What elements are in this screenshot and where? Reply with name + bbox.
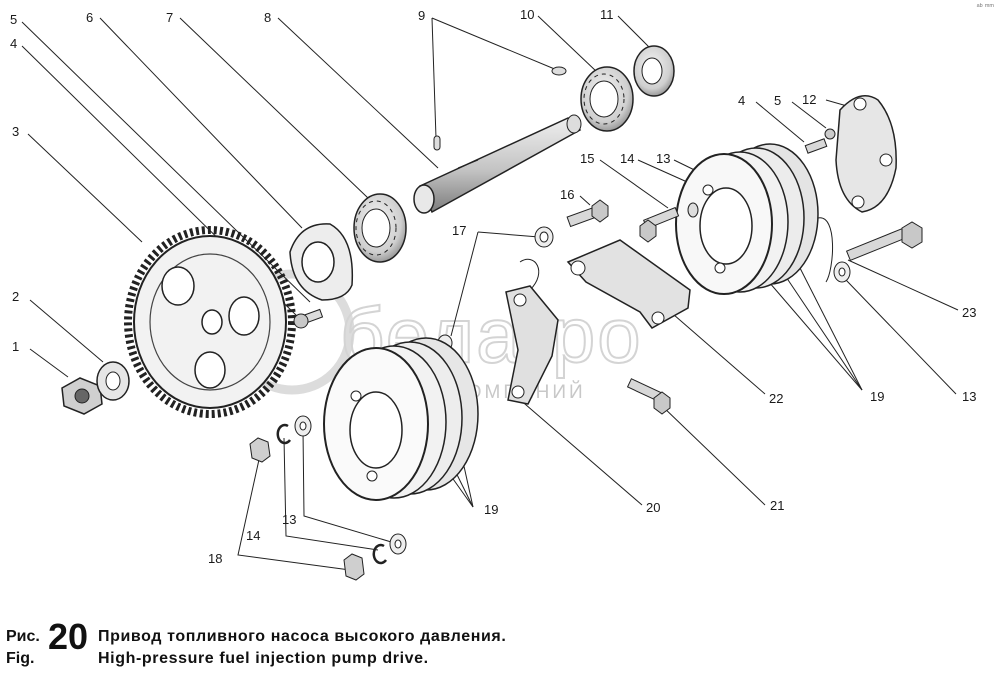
callout-11: 11 <box>600 7 614 22</box>
callout-20: 20 <box>646 500 660 515</box>
callout-23: 23 <box>962 305 976 320</box>
part-18-nut <box>249 437 365 581</box>
caption-row-ru: Рис. 20 Привод топливного насоса высоког… <box>6 616 706 657</box>
part-12-coupling <box>835 95 897 213</box>
callout-19-right: 19 <box>870 389 884 404</box>
callout-15: 15 <box>580 151 594 166</box>
figure-caption: Рис. 20 Привод топливного насоса высоког… <box>6 616 706 670</box>
callout-4-left: 4 <box>10 36 17 51</box>
part-20-lever <box>505 285 559 405</box>
part-6-flange <box>289 223 354 301</box>
part-14-washer <box>687 202 699 218</box>
part-22-lever <box>566 239 691 329</box>
callout-21: 21 <box>770 498 784 513</box>
callout-8: 8 <box>264 10 271 25</box>
callout-22: 22 <box>769 391 783 406</box>
part-15-bolt <box>639 206 680 243</box>
callout-14-bottom: 14 <box>246 528 260 543</box>
part-10-bearing <box>580 66 634 132</box>
callout-16: 16 <box>560 187 574 202</box>
figure-number: 20 <box>48 616 89 657</box>
caption-title-ru: Привод топливного насоса высокого давлен… <box>98 628 507 645</box>
callout-12: 12 <box>802 92 816 107</box>
callout-18: 18 <box>208 551 222 566</box>
callout-13-top: 13 <box>656 151 670 166</box>
part-19-disc-pack-right <box>675 143 819 295</box>
part-13-washer-left <box>294 415 407 555</box>
callout-2: 2 <box>12 289 19 304</box>
part-8-shaft <box>413 114 582 214</box>
callout-17: 17 <box>452 223 466 238</box>
part-13-washer-right <box>833 261 851 283</box>
callout-14-top: 14 <box>620 151 634 166</box>
callout-10: 10 <box>520 7 534 22</box>
callout-19-left: 19 <box>484 502 498 517</box>
callout-labels: 1 2 3 4 5 6 7 8 9 10 11 4 5 12 15 14 13 … <box>10 7 976 566</box>
callout-5-right: 5 <box>774 93 781 108</box>
part-3-gear <box>124 226 296 418</box>
caption-prefix-en: Fig. <box>6 650 35 667</box>
part-11-bearing <box>633 45 675 97</box>
callout-3: 3 <box>12 124 19 139</box>
part-9-keys <box>433 66 567 151</box>
callout-13-bottom: 13 <box>282 512 296 527</box>
callout-9: 9 <box>418 8 425 23</box>
callout-13-right: 13 <box>962 389 976 404</box>
part-19-disc-pack-left <box>323 337 479 501</box>
callout-5-left: 5 <box>10 12 17 27</box>
caption-row-en: Fig. High-pressure fuel injection pump d… <box>6 648 706 670</box>
part-7-bearing <box>353 193 407 263</box>
part-21-bolt <box>626 378 671 415</box>
part-16-bolt <box>566 199 609 228</box>
part-5-bolt <box>293 308 324 329</box>
caption-title-en: High-pressure fuel injection pump drive. <box>98 650 429 667</box>
corner-mark: ᵃᵇ ᵐᵐ <box>976 2 994 11</box>
part-1-nut <box>61 377 103 415</box>
caption-prefix-ru: Рис. <box>6 628 40 645</box>
part-2-lock-washer <box>96 361 130 401</box>
part-23-bolt <box>845 221 923 262</box>
callout-7: 7 <box>166 10 173 25</box>
callout-1: 1 <box>12 339 19 354</box>
part-14-spring-washer <box>276 423 388 565</box>
part-4-bolt-right <box>804 128 836 154</box>
callout-6: 6 <box>86 10 93 25</box>
callout-4-right: 4 <box>738 93 745 108</box>
